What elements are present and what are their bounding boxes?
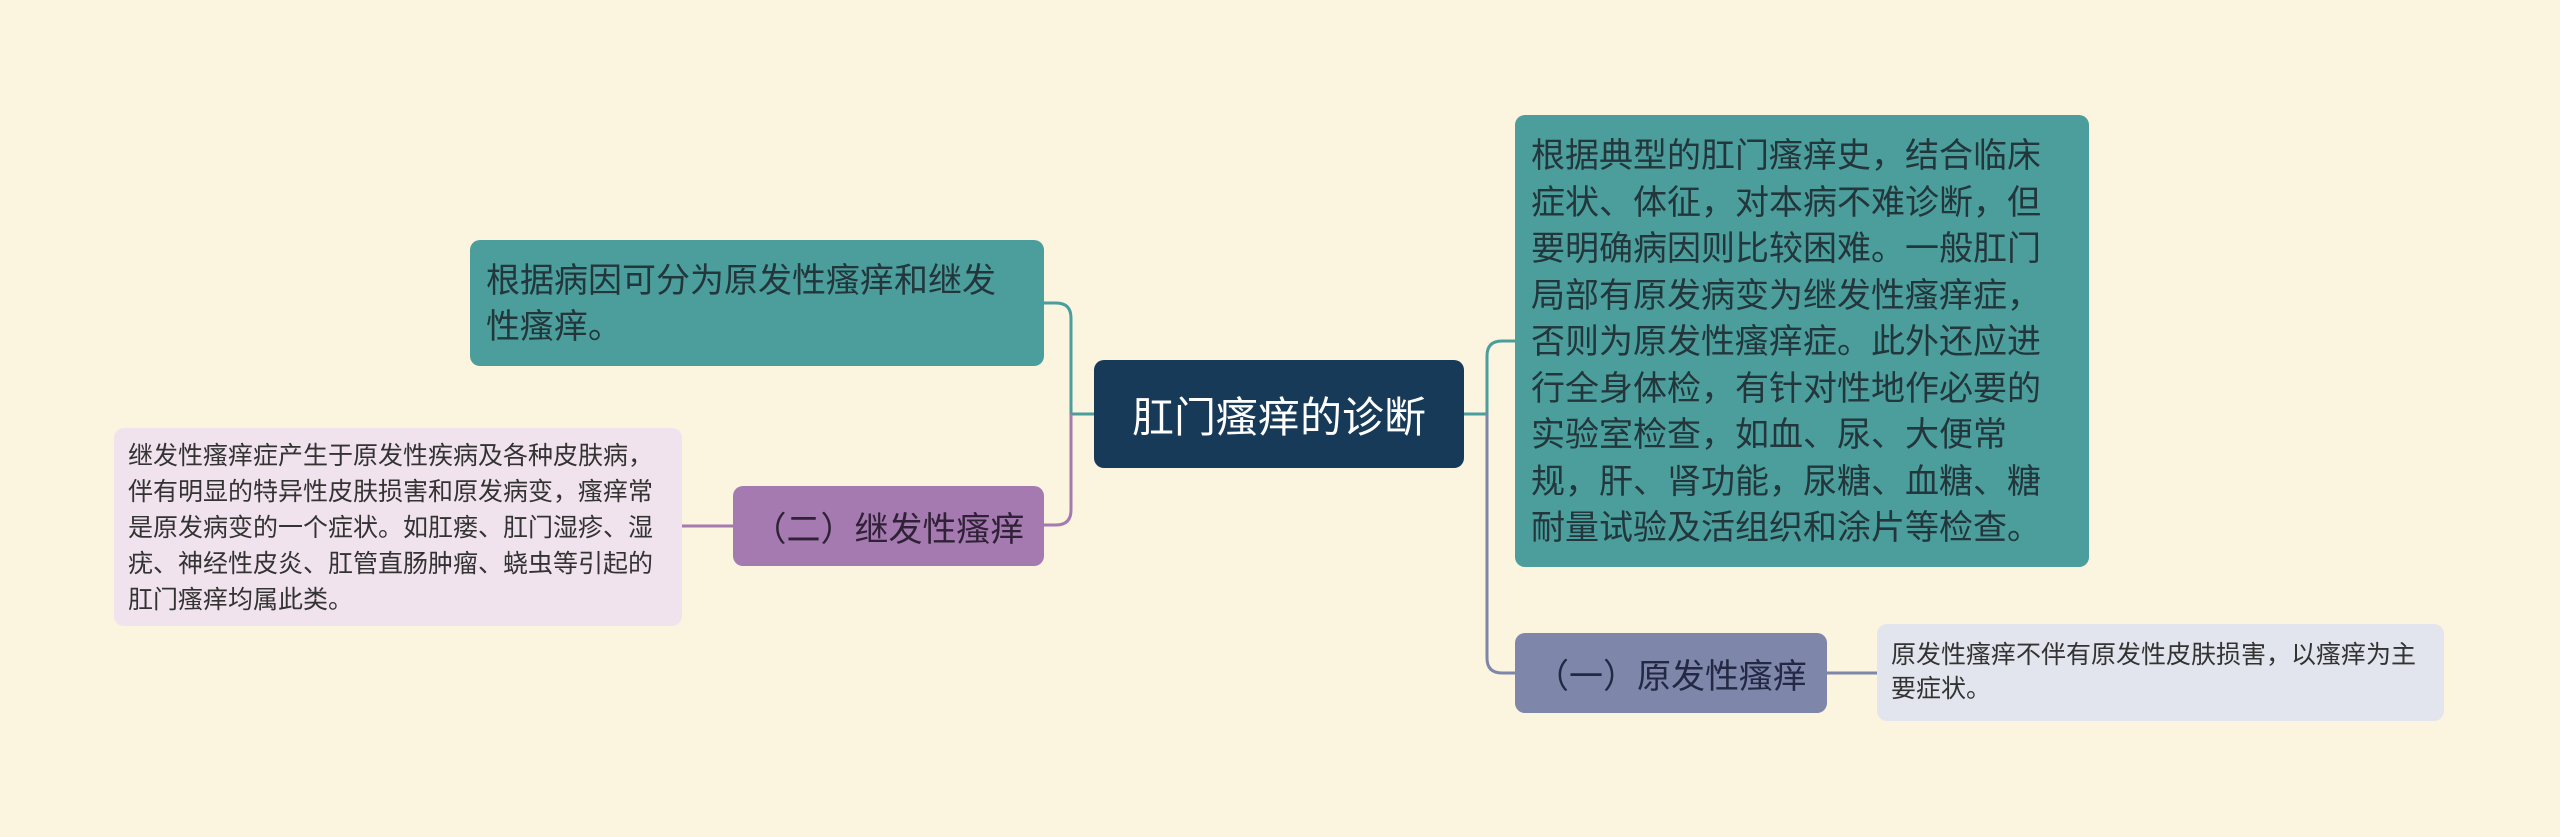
- secondary-pruritus-detail-node[interactable]: 继发性瘙痒症产生于原发性疾病及各种皮肤病，伴有明显的特异性皮肤损害和原发病变，瘙…: [114, 428, 682, 626]
- primary-pruritus-detail-text: 原发性瘙痒不伴有原发性皮肤损害，以瘙痒为主要症状。: [1891, 640, 2417, 703]
- secondary-pruritus-node[interactable]: （二）继发性瘙痒: [733, 486, 1044, 566]
- link-to-secondary: [1044, 414, 1073, 527]
- secondary-pruritus-label: （二）继发性瘙痒: [752, 509, 1025, 550]
- diagnosis-basis-text: 根据典型的肛门瘙痒史，结合临床症状、体征，对本病不难诊断，但要明确病因则比较困难…: [1531, 136, 2041, 548]
- primary-pruritus-label: （一）原发性瘙痒: [1535, 656, 1807, 697]
- cause-classification-node[interactable]: 根据病因可分为原发性瘙痒和继发性瘙痒。: [470, 240, 1044, 366]
- link-to-primary: [1485, 414, 1515, 675]
- diagnosis-basis-node[interactable]: 根据典型的肛门瘙痒史，结合临床症状、体征，对本病不难诊断，但要明确病因则比较困难…: [1515, 115, 2089, 567]
- cause-classification-text: 根据病因可分为原发性瘙痒和继发性瘙痒。: [486, 261, 996, 347]
- primary-pruritus-detail-node[interactable]: 原发性瘙痒不伴有原发性皮肤损害，以瘙痒为主要症状。: [1877, 624, 2444, 721]
- link-to-cause: [1044, 301, 1073, 414]
- root-topic-label: 肛门瘙痒的诊断: [1131, 392, 1426, 442]
- primary-pruritus-node[interactable]: （一）原发性瘙痒: [1515, 633, 1827, 713]
- root-topic[interactable]: 肛门瘙痒的诊断: [1094, 360, 1464, 468]
- secondary-pruritus-detail-text: 继发性瘙痒症产生于原发性疾病及各种皮肤病，伴有明显的特异性皮肤损害和原发病变，瘙…: [128, 441, 654, 614]
- link-to-diagnosis: [1485, 339, 1515, 414]
